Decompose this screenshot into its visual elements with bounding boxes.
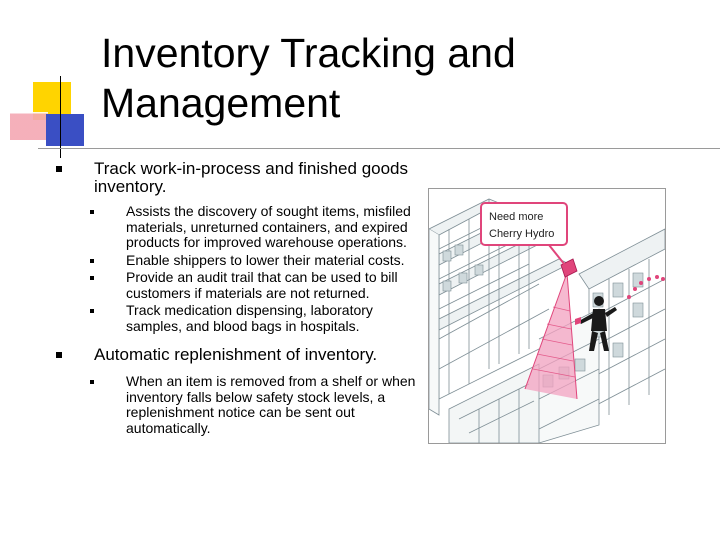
bullet-text: Automatic replenishment of inventory. — [94, 345, 378, 364]
warehouse-shelves-image: Need more Cherry Hydro — [429, 198, 665, 443]
title-line-1: Inventory Tracking and — [101, 30, 516, 76]
callout-line-2: Cherry Hydro — [489, 228, 554, 240]
square-bullet-icon — [90, 380, 94, 384]
square-bullet-icon — [90, 258, 94, 263]
sub-bullet-text: Track medication dispensing, laboratory … — [126, 302, 373, 334]
decor-blue-square — [46, 114, 84, 146]
square-bullet-icon — [90, 210, 94, 214]
title-divider — [38, 148, 720, 149]
sub-bullet-list: Assists the discovery of sought items, m… — [36, 203, 416, 334]
title-line-2: Management — [101, 80, 341, 126]
warehouse-illustration: Need more Cherry Hydro — [428, 188, 666, 444]
callout-line-1: Need more — [489, 211, 543, 223]
sub-bullet-text: Assists the discovery of sought items, m… — [126, 203, 411, 250]
sub-bullet-discovery: Assists the discovery of sought items, m… — [36, 203, 416, 251]
sub-bullet-shippers: Enable shippers to lower their material … — [36, 251, 416, 269]
sub-bullet-hospitals: Track medication dispensing, laboratory … — [36, 302, 416, 334]
sub-bullet-replenishment-notice: When an item is removed from a shelf or … — [36, 373, 416, 436]
bullet-track-inventory: Track work-in-process and finished goods… — [36, 160, 416, 196]
sub-bullet-audit-trail: Provide an audit trail that can be used … — [36, 269, 416, 301]
slide-title: Inventory Tracking and Management — [101, 28, 516, 128]
bullet-replenishment: Automatic replenishment of inventory. — [36, 346, 416, 364]
decor-vertical-line — [60, 76, 61, 158]
sub-bullet-text: Provide an audit trail that can be used … — [126, 269, 398, 301]
square-bullet-icon — [90, 309, 94, 313]
decor-pink-square — [10, 112, 48, 140]
bullet-text: Track work-in-process and finished goods… — [94, 159, 409, 196]
sub-bullet-text: Enable shippers to lower their material … — [126, 251, 405, 268]
square-bullet-icon — [90, 276, 94, 280]
square-bullet-icon — [56, 166, 62, 172]
sub-bullet-list: When an item is removed from a shelf or … — [36, 373, 416, 436]
sub-bullet-text: When an item is removed from a shelf or … — [126, 373, 416, 436]
bullet-list: Track work-in-process and finished goods… — [36, 160, 416, 448]
square-bullet-icon — [56, 352, 62, 358]
